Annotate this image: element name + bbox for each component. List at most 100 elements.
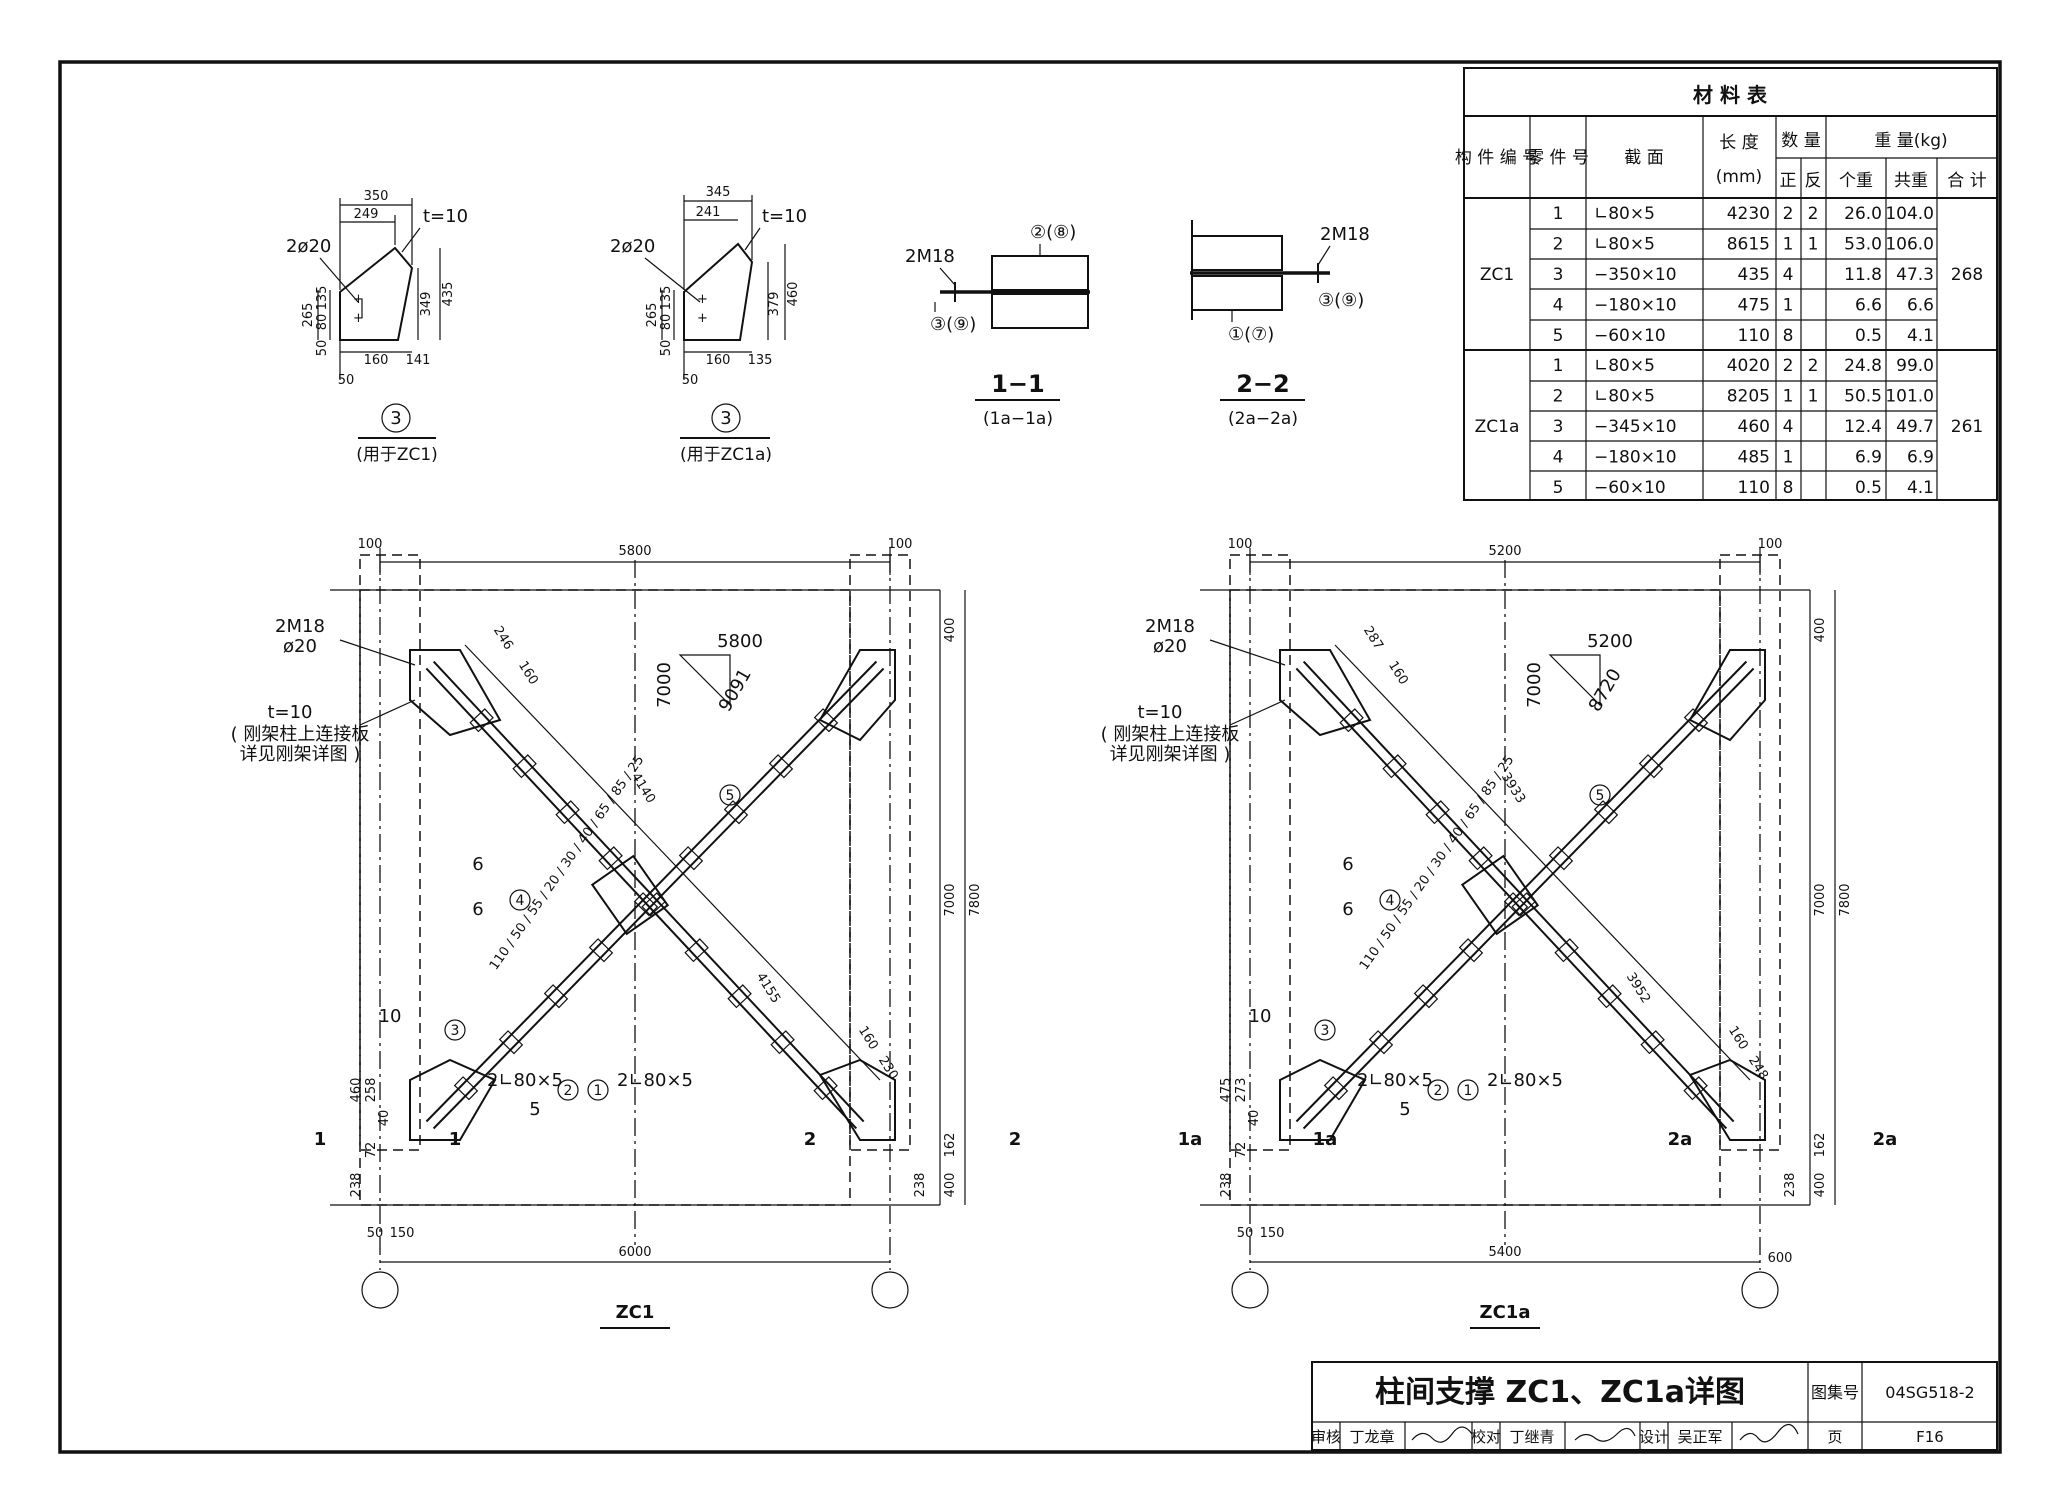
weld-6-upper: 6: [472, 854, 483, 875]
hole-label: ø20: [283, 636, 317, 657]
cell-section: −60×10: [1594, 326, 1666, 346]
dim-bl_238: 238: [349, 1173, 364, 1198]
elevation-name: ZC1: [616, 1302, 655, 1323]
cell-section: −350×10: [1594, 265, 1677, 285]
s22-bolt: 2M18: [1320, 224, 1370, 245]
plate-thickness: t=10: [1137, 702, 1182, 723]
plate-thickness: t=10: [267, 702, 312, 723]
pd1-left-a: 135: [315, 286, 330, 311]
cell-part: 3: [1553, 265, 1564, 285]
s11-title: 1−1: [991, 370, 1045, 398]
pd2-right-h: 379: [767, 292, 782, 317]
gusset-plate-4: [818, 1058, 896, 1141]
axis-circle-left: [361, 1271, 399, 1309]
cell-unit: 6.6: [1855, 295, 1882, 315]
dim-side_dim: 100: [1228, 537, 1253, 552]
filler-plate: [1323, 1076, 1349, 1101]
check-label: 校对: [1471, 1428, 1501, 1446]
member-sum: 268: [1951, 265, 1983, 285]
dim-slope_h: 5200: [1587, 631, 1633, 652]
pd1-caption: (用于ZC1): [356, 445, 438, 465]
s22-title: 2−2: [1236, 370, 1290, 398]
cut-right-a: 2a: [1668, 1129, 1693, 1150]
weld-5: 5: [1399, 1099, 1410, 1120]
atlas-no: 04SG518-2: [1885, 1383, 1974, 1402]
ref-3: [444, 1019, 466, 1041]
section-1-1: 2M18 ②(⑧) ③(⑨) 1−1 (1a−1a): [905, 222, 1090, 429]
ref-2: [1427, 1079, 1449, 1101]
cell-total: 4.1: [1907, 326, 1934, 346]
page-label: 页: [1827, 1428, 1842, 1446]
gusset-plate-1: [409, 649, 502, 737]
filler-plate: [633, 892, 659, 917]
check-signature: [1574, 1427, 1636, 1442]
pd1-top-total: 350: [364, 189, 389, 204]
dim-br_400: 400: [943, 1173, 958, 1198]
filler-plate: [1339, 708, 1364, 733]
cell-unit: 6.9: [1855, 447, 1882, 467]
cell-unit: 26.0: [1844, 204, 1882, 224]
dim-side_dim: 100: [358, 537, 383, 552]
dim-diag_b: 3952: [1623, 970, 1653, 1006]
filler-plate: [512, 754, 537, 779]
cell-total: 6.6: [1907, 295, 1934, 315]
ref-3: [1314, 1019, 1336, 1041]
member-sum: 261: [1951, 417, 1983, 437]
axis-circle-right: [1741, 1271, 1779, 1309]
filler-plate: [1597, 984, 1622, 1009]
ref-1: [1457, 1079, 1479, 1101]
dim-plate_d1: 287: [1360, 624, 1386, 653]
cell-total: 4.1: [1907, 478, 1934, 498]
hdr-qty-neg: 反: [1805, 171, 1822, 191]
gusset-plate-3: [409, 1058, 497, 1141]
filler-plate: [453, 1076, 479, 1101]
dim-bottom_dim: 6000: [618, 1245, 651, 1260]
cut-left-b: 1: [449, 1129, 462, 1150]
ref-5-text: 5: [1596, 788, 1605, 804]
pd2-left-a: 135: [659, 286, 674, 311]
dim-br_238: 238: [1783, 1173, 1798, 1198]
angle-label-left: 2∟80×5: [1357, 1070, 1433, 1091]
cell-section: ∟80×5: [1594, 356, 1655, 376]
filler-plate: [1425, 800, 1450, 825]
bolt-label: 2M18: [275, 616, 325, 637]
pd1-left-h: 265: [301, 303, 316, 328]
center-plate: [590, 854, 670, 936]
pd2-left-b: 80: [659, 314, 674, 331]
angle-label-right: 2∟80×5: [617, 1070, 693, 1091]
ref-2-text: 2: [1434, 1083, 1443, 1099]
dim-bl_258: 273: [1234, 1078, 1249, 1103]
filler-plate: [1382, 754, 1407, 779]
cell-pos: 8: [1783, 478, 1794, 498]
pd2-bot-a: 160: [706, 353, 731, 368]
gusset-plate-2: [1688, 649, 1766, 742]
filler-plate: [555, 800, 580, 825]
pd1-right-total: 435: [441, 282, 456, 307]
axis-circle-left: [1231, 1271, 1269, 1309]
filler-plate: [1468, 846, 1493, 871]
filler-plate: [1683, 708, 1709, 733]
review-signature: [1411, 1426, 1473, 1443]
cell-total: 101.0: [1885, 387, 1934, 407]
dim-br_238: 238: [913, 1173, 928, 1198]
svg-text:+: +: [697, 311, 708, 326]
material-table: 材 料 表 构 件 编 号 零 件 号 截 面 长 度 (mm) 数 量 正 反…: [1455, 67, 1998, 501]
cut-right-a: 2: [804, 1129, 817, 1150]
dim-top_dim: 5200: [1488, 544, 1521, 559]
dim-top_dim2: 400: [1813, 618, 1828, 643]
cell-part: 5: [1553, 326, 1564, 346]
cell-section: −180×10: [1594, 295, 1677, 315]
ref-5-text: 5: [726, 788, 735, 804]
filler-plate: [770, 1030, 795, 1055]
bracing-frame: [359, 589, 851, 1206]
ref-3-text: 3: [451, 1023, 460, 1039]
ref-1-text: 1: [1464, 1083, 1473, 1099]
cell-total: 47.3: [1896, 265, 1934, 285]
cell-pos: 8: [1783, 326, 1794, 346]
cell-total: 106.0: [1885, 235, 1934, 255]
dim-bottom_dim: 5400: [1488, 1245, 1521, 1260]
review-name: 丁龙章: [1349, 1428, 1394, 1446]
cell-pos: 4: [1783, 417, 1794, 437]
pd1-bot-c: 50: [338, 373, 355, 388]
